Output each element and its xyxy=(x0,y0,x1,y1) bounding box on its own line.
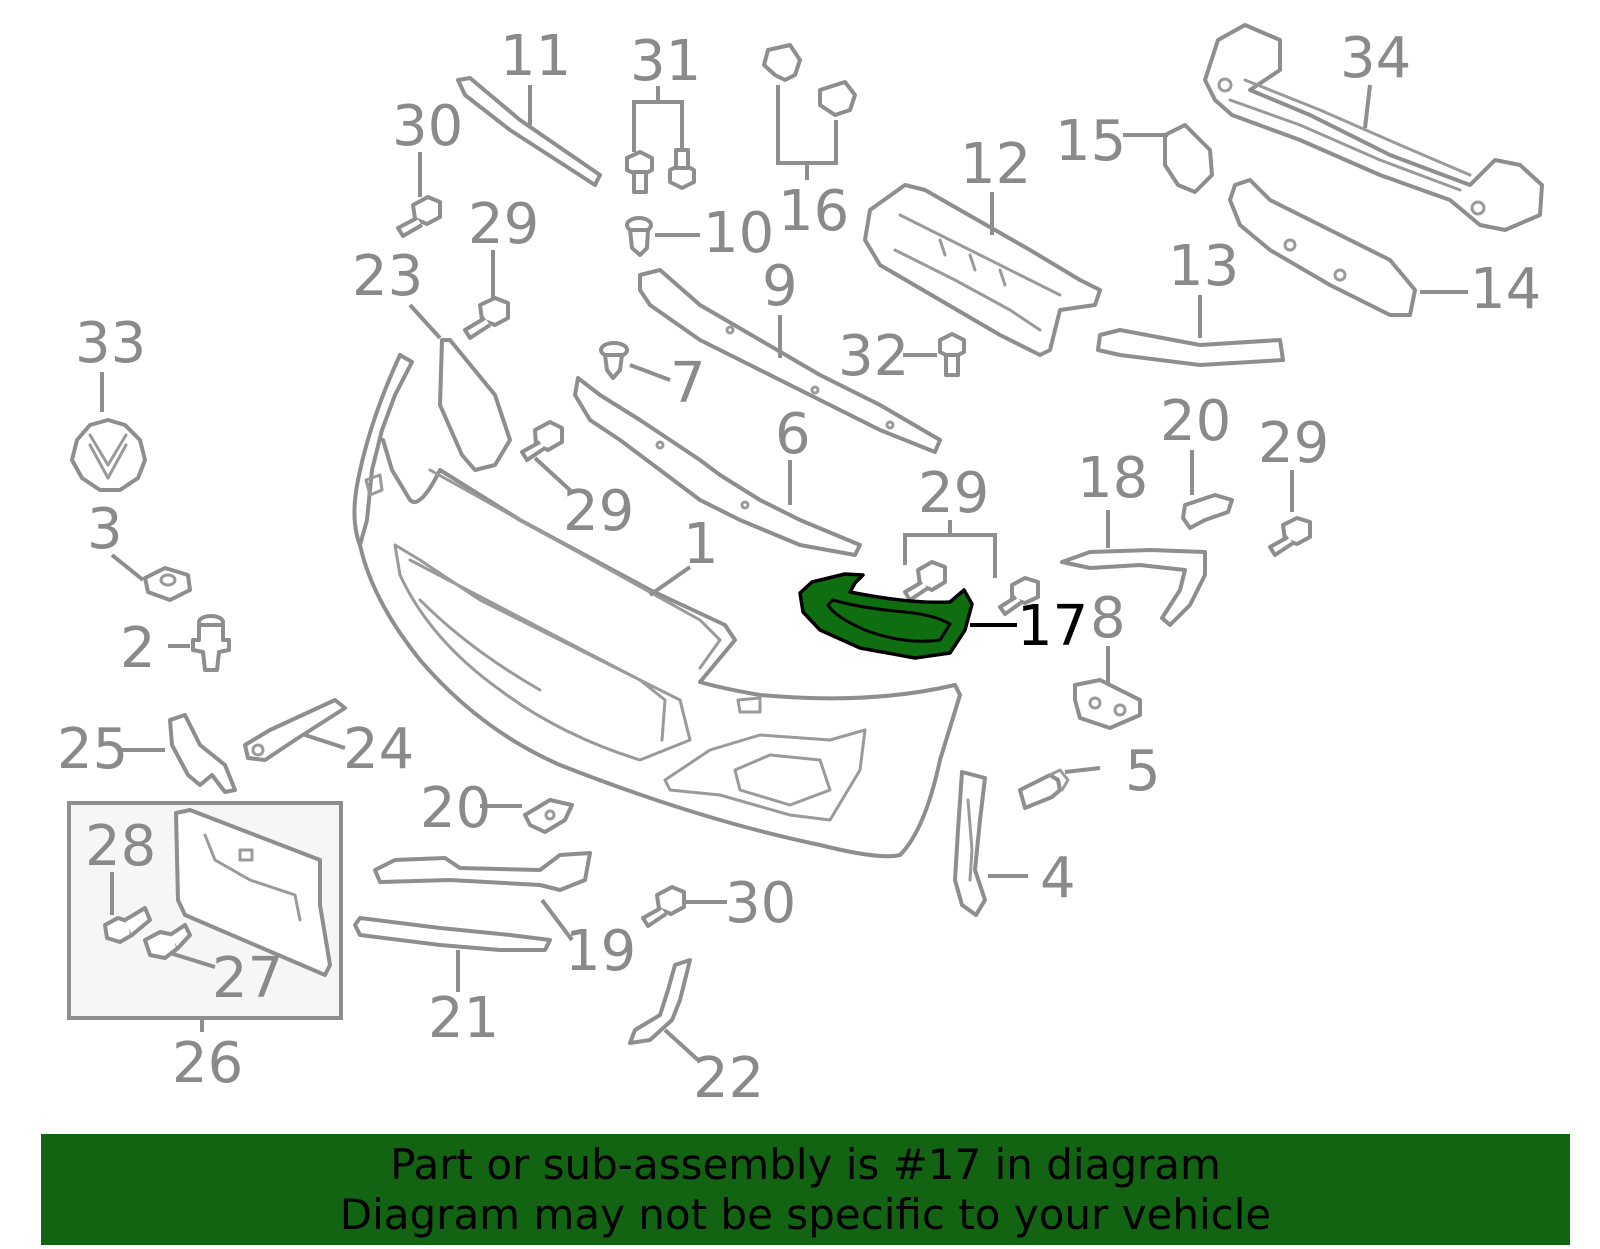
part-27-screw xyxy=(143,923,192,960)
callout-15: 15 xyxy=(1055,109,1126,174)
part-3-nut-clip xyxy=(143,566,192,602)
callout-3: 3 xyxy=(87,497,123,562)
callout-9: 9 xyxy=(762,254,798,319)
part-17-highlighted[interactable] xyxy=(798,572,974,660)
part-21-lower-trim xyxy=(353,916,552,952)
callout-29-b: 29 xyxy=(563,479,634,544)
part-29-bolt-a xyxy=(463,296,510,340)
part-14-lower-reinforcement xyxy=(1228,178,1417,317)
part-24-bracket xyxy=(243,698,347,762)
callout-29-d: 29 xyxy=(1258,411,1329,476)
callout-29-a: 29 xyxy=(468,192,539,257)
part-18-trim-piece xyxy=(1060,548,1207,627)
callout-2: 2 xyxy=(120,616,156,681)
banner-line-part: Part or sub-assembly is #17 in diagram xyxy=(390,1139,1221,1189)
part-30-bolt-a xyxy=(396,195,442,238)
callout-7: 7 xyxy=(670,351,706,416)
callout-11: 11 xyxy=(500,24,571,89)
callout-30-b: 30 xyxy=(725,871,796,936)
callout-27: 27 xyxy=(212,946,283,1011)
part-9-upper-strip xyxy=(638,268,942,454)
part-20-bracket-upper xyxy=(1181,493,1234,530)
part-29-bolt-b xyxy=(520,420,564,462)
part-31-bolts xyxy=(625,148,696,194)
callout-22: 22 xyxy=(693,1046,764,1111)
callout-17: 17 xyxy=(1017,594,1088,659)
callout-19: 19 xyxy=(565,919,636,984)
callout-4: 4 xyxy=(1040,846,1076,911)
callout-30-a: 30 xyxy=(392,94,463,159)
part-25-bracket xyxy=(168,713,237,794)
part-29-bolt-c xyxy=(903,560,1040,616)
part-4-side-bracket xyxy=(953,770,987,917)
callout-5: 5 xyxy=(1125,739,1161,804)
callout-21: 21 xyxy=(428,986,499,1051)
callout-28: 28 xyxy=(85,814,156,879)
banner-line-disclaimer: Diagram may not be specific to your vehi… xyxy=(339,1189,1272,1239)
callout-26: 26 xyxy=(172,1031,243,1096)
callout-20-lower: 20 xyxy=(420,776,491,841)
callout-12: 12 xyxy=(960,132,1031,197)
callout-33: 33 xyxy=(75,311,146,376)
callout-14: 14 xyxy=(1470,257,1541,322)
part-26-license-kit xyxy=(67,801,343,1020)
callout-8: 8 xyxy=(1090,586,1126,651)
part-12-energy-absorber xyxy=(863,183,1102,357)
callout-20-upper: 20 xyxy=(1160,389,1231,454)
part-2-push-clip xyxy=(191,614,231,672)
part-15-bracket xyxy=(1163,123,1214,194)
callout-25: 25 xyxy=(57,717,128,782)
callout-6: 6 xyxy=(775,402,811,467)
callout-34: 34 xyxy=(1340,26,1411,91)
callout-1: 1 xyxy=(683,512,719,577)
callout-23: 23 xyxy=(352,244,423,309)
part-7-clip xyxy=(599,341,629,380)
part-19-lower-strip xyxy=(373,851,592,892)
leader-arrows xyxy=(100,84,1468,1062)
callout-16: 16 xyxy=(778,179,849,244)
part-10-clip xyxy=(625,216,653,257)
info-banner: Part or sub-assembly is #17 in diagram D… xyxy=(41,1134,1570,1245)
part-20-bracket-lower xyxy=(523,798,574,834)
callout-labels: 1 2 3 4 5 6 7 8 9 10 11 12 13 14 15 16 1… xyxy=(57,24,1541,1111)
part-6-reinforcement xyxy=(573,376,862,557)
callout-32: 32 xyxy=(838,324,909,389)
callout-24: 24 xyxy=(343,717,414,782)
part-1-bumper-cover xyxy=(352,353,962,859)
callout-13: 13 xyxy=(1168,234,1239,299)
part-23-mounting-plate xyxy=(438,338,512,472)
part-8-bracket xyxy=(1073,678,1142,730)
part-5-bolt xyxy=(1018,768,1070,810)
part-11-trim-strip xyxy=(456,76,602,187)
callout-10: 10 xyxy=(703,201,774,266)
callout-31: 31 xyxy=(630,29,701,94)
part-13-support-bracket xyxy=(1096,328,1285,367)
part-30-bolt-b xyxy=(641,885,686,928)
part-34-bumper-beam xyxy=(1203,23,1544,232)
part-32-bolt xyxy=(938,332,966,377)
part-16-clips xyxy=(762,43,857,117)
callout-29-c: 29 xyxy=(918,461,989,526)
part-17-fog-bezel[interactable] xyxy=(798,572,974,660)
part-28-screw xyxy=(103,906,152,944)
part-33-emblem xyxy=(70,418,147,492)
part-22-bracket xyxy=(628,958,692,1045)
part-29-bolt-d xyxy=(1268,516,1312,557)
callout-18: 18 xyxy=(1077,446,1148,511)
